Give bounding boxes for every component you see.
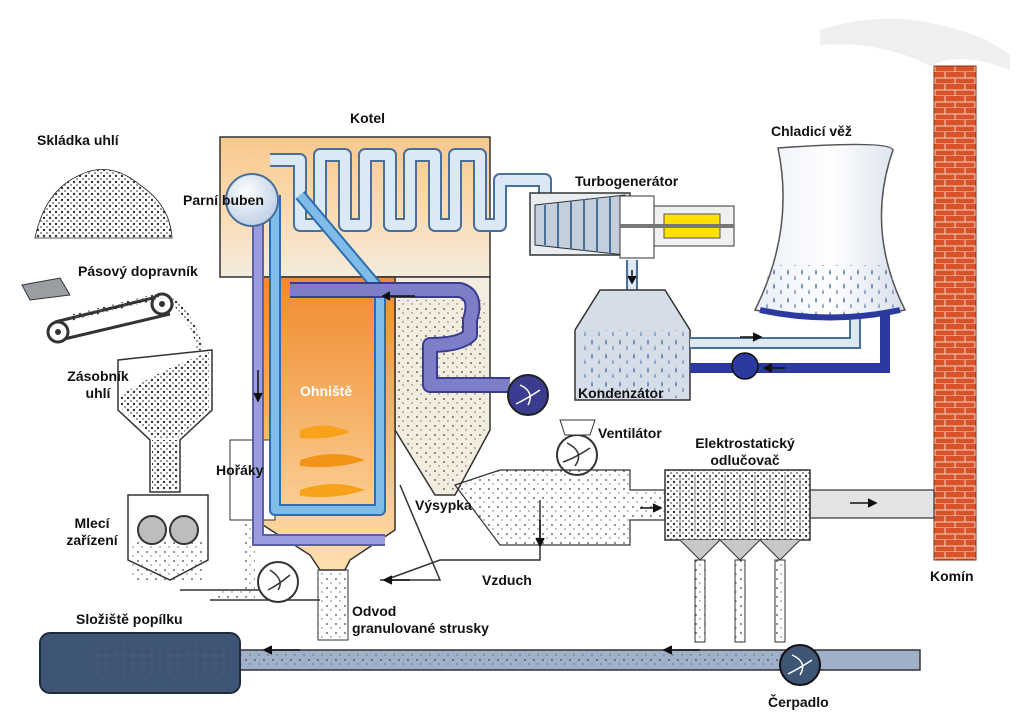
electrostatic-precipitator <box>664 469 811 643</box>
label-burners: Hořáky <box>216 462 264 478</box>
cooling-pump <box>731 352 759 380</box>
label-coal-bunker-line1: Zásobník <box>67 368 129 384</box>
chimney <box>933 65 977 561</box>
turbogenerator <box>529 192 735 259</box>
label-hopper: Výsypka <box>415 497 472 513</box>
label-turbogenerator: Turbogenerátor <box>575 173 679 189</box>
label-boiler: Kotel <box>350 110 385 126</box>
primary-air-fan <box>257 561 299 603</box>
slag-outlet <box>317 569 349 641</box>
label-condenser: Kondenzátor <box>578 385 664 401</box>
mill-roller-left <box>137 515 167 545</box>
label-precipitator-line2: odlučovač <box>710 452 780 468</box>
belt-conveyor <box>21 277 203 351</box>
slurry-pump <box>779 644 821 686</box>
label-mill-line2: zařízení <box>66 532 118 548</box>
label-cooling-tower: Chladicí věž <box>771 123 852 139</box>
label-coal-bunker: Zásobník uhlí <box>58 368 138 402</box>
label-coal-pile: Skládka uhlí <box>37 132 119 148</box>
mill-roller-right <box>169 515 199 545</box>
label-chimney: Komín <box>930 568 974 584</box>
label-precipitator-line1: Elektrostatický <box>695 435 795 451</box>
label-mill-line1: Mlecí <box>74 515 110 531</box>
label-slag-outlet-line2: granulované strusky <box>352 620 489 636</box>
smoke <box>820 18 1010 71</box>
label-slag-outlet: Odvod granulované strusky <box>352 603 489 637</box>
flow-arrows <box>253 270 878 655</box>
burner-flames <box>300 425 365 498</box>
condensate-pump <box>507 374 549 416</box>
label-mill: Mlecí zařízení <box>52 515 132 549</box>
steam-drum <box>225 173 279 227</box>
label-air: Vzduch <box>482 572 532 588</box>
label-precipitator: Elektrostatický odlučovač <box>680 435 810 469</box>
label-fan: Ventilátor <box>598 425 662 441</box>
flue-gas-duct <box>454 469 666 546</box>
label-ash-storage: Složiště popílku <box>76 611 183 627</box>
label-coal-bunker-line2: uhlí <box>85 385 111 401</box>
label-slag-outlet-line1: Odvod <box>352 603 397 619</box>
label-pump: Čerpadlo <box>768 694 829 710</box>
label-furnace: Ohniště <box>300 383 353 399</box>
coal-pile <box>34 169 173 239</box>
label-steam-drum: Parní buben <box>183 192 264 208</box>
label-belt-conveyor: Pásový dopravník <box>78 263 198 279</box>
